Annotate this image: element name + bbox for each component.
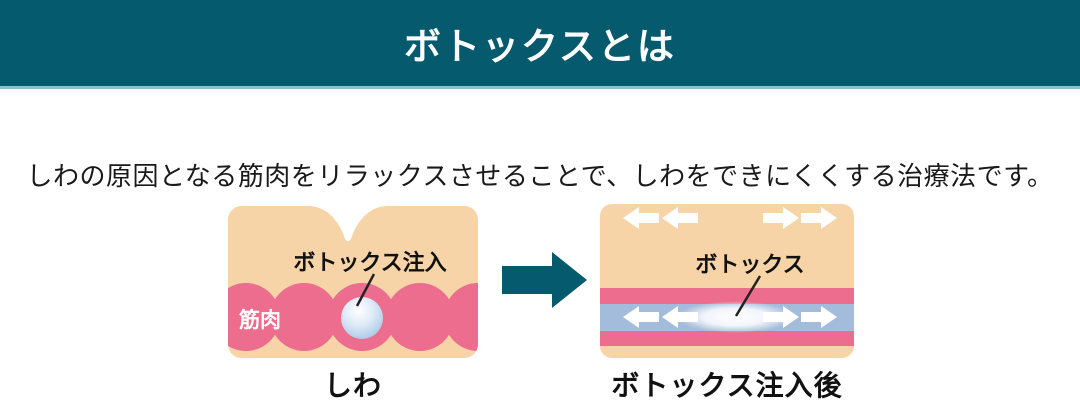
before-diagram: 筋肉 ボトックス注入 xyxy=(228,200,478,358)
after-caption: ボトックス注入後 xyxy=(611,369,843,402)
before-caption: しわ xyxy=(323,369,382,402)
after-diagram: ボトックス xyxy=(600,200,854,358)
description-text: しわの原因となる筋肉をリラックスさせることで、しわをできにくくする治療法です。 xyxy=(26,162,1054,192)
botox-pointer-line xyxy=(734,275,762,317)
page-title: ボトックスとは xyxy=(404,25,676,68)
botox-diffusion-glow xyxy=(677,301,793,333)
before-diagram-svg: 筋肉 ボトックス注入 xyxy=(228,206,478,358)
injection-pointer-line xyxy=(355,273,376,307)
transition-arrow-icon xyxy=(502,250,588,310)
muscle-label: 筋肉 xyxy=(238,308,281,332)
after-diagram-svg: ボトックス xyxy=(600,204,854,358)
header-banner: ボトックスとは xyxy=(0,0,1080,89)
botox-label: ボトックス xyxy=(695,253,804,278)
botox-ball-icon xyxy=(341,297,383,339)
injection-label: ボトックス注入 xyxy=(293,250,446,276)
